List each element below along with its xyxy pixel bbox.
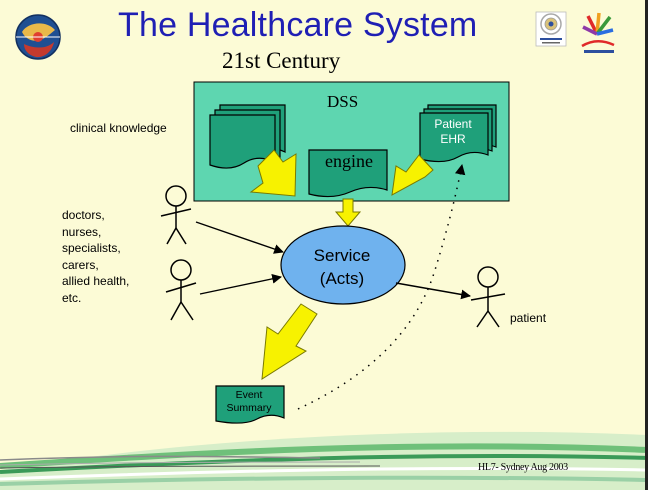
slide-footer: HL7- Sydney Aug 2003 bbox=[478, 462, 568, 473]
stick-figure-bottom bbox=[165, 259, 197, 321]
clinical-knowledge-documents bbox=[209, 104, 286, 169]
engine-label: engine bbox=[325, 151, 373, 171]
arrow-actor-to-service-bottom bbox=[199, 274, 282, 295]
arrow-actor-to-service-top bbox=[195, 221, 284, 254]
stick-figure-patient bbox=[470, 266, 506, 328]
arrow-knowledge-to-engine bbox=[249, 149, 297, 197]
event-label-line2: Summary bbox=[226, 402, 272, 414]
clinical-knowledge-label: clinical knowledge bbox=[70, 121, 167, 135]
service-label-line1: Service bbox=[313, 246, 371, 265]
service-label-line2: (Acts) bbox=[319, 269, 365, 288]
role-item: etc. bbox=[62, 290, 82, 305]
role-item: specialists, bbox=[62, 241, 121, 256]
arrow-ehr-to-engine bbox=[391, 154, 434, 196]
colorful-star-logo-icon bbox=[581, 12, 615, 53]
dotted-feedback-line bbox=[297, 163, 466, 410]
slide-subtitle: 21st Century bbox=[222, 48, 341, 73]
university-seal-icon bbox=[535, 11, 567, 47]
globe-emblem-icon bbox=[15, 14, 61, 60]
stick-figure-top bbox=[160, 185, 192, 245]
patient-ehr-label: Patient EHR bbox=[420, 117, 486, 147]
patient-ehr-documents bbox=[419, 104, 497, 163]
patient-label: patient bbox=[510, 311, 547, 325]
engine-document bbox=[308, 149, 388, 198]
ehr-label-line1: Patient bbox=[434, 117, 472, 131]
service-label: Service (Acts) bbox=[280, 244, 404, 290]
slide-title: The Healthcare System bbox=[118, 6, 478, 44]
arrow-service-to-patient bbox=[395, 282, 471, 300]
role-item: doctors, bbox=[62, 208, 105, 222]
arrow-service-to-event bbox=[261, 303, 318, 380]
ehr-label-line2: EHR bbox=[440, 132, 466, 146]
event-label-line1: Event bbox=[235, 389, 263, 401]
service-ellipse bbox=[280, 225, 406, 305]
event-summary-document bbox=[215, 385, 285, 424]
role-item: carers, bbox=[62, 257, 99, 272]
bottom-swoosh-decoration bbox=[0, 431, 645, 490]
roles-list: doctors, nurses, specialists, carers, al… bbox=[62, 207, 129, 307]
dss-label: DSS bbox=[327, 92, 359, 111]
role-item: nurses, bbox=[62, 224, 102, 239]
role-item: allied health, bbox=[62, 274, 130, 289]
arrow-engine-to-service bbox=[334, 198, 362, 227]
event-summary-label: Event Summary bbox=[214, 389, 284, 415]
